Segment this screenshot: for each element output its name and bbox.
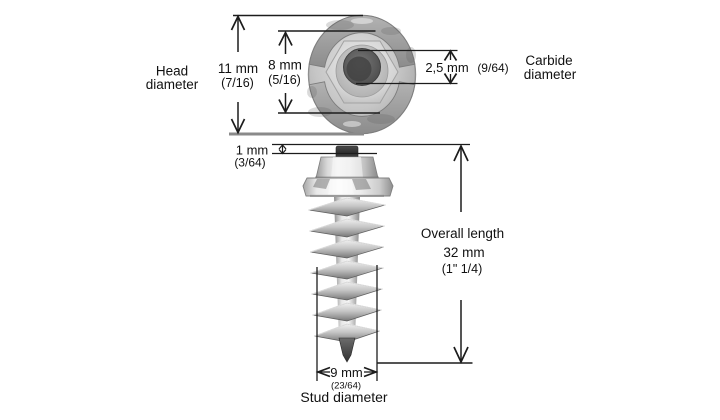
arrowhead-left xyxy=(315,366,331,378)
arrowhead-down xyxy=(230,118,246,135)
arrowhead-down xyxy=(443,73,458,85)
dim-inner-diameter xyxy=(278,30,380,114)
flange-thread-seam xyxy=(310,194,384,197)
dim-tip-protrusion xyxy=(272,143,470,155)
thread-turn xyxy=(308,197,386,217)
stud-diameter-label: Stud diameter xyxy=(300,389,387,405)
stud-head-flange-top xyxy=(308,15,416,68)
thread-highlight xyxy=(311,281,383,295)
thread-highlight xyxy=(308,197,386,211)
flange-highlight xyxy=(328,180,354,195)
arrowhead-up xyxy=(453,143,469,162)
head-diameter-label-line2: diameter xyxy=(146,77,199,92)
arrowhead-up xyxy=(278,144,287,150)
inner-diameter-fraction: (5/16) xyxy=(268,73,301,87)
head-diameter-value: 11 mm xyxy=(218,61,258,76)
overall-length-fraction: (1" 1/4) xyxy=(442,262,483,276)
arrowhead-up xyxy=(443,49,458,61)
stud-threads xyxy=(308,197,386,343)
carbide-label-line2: diameter xyxy=(524,67,577,82)
flange-notch-left xyxy=(313,179,330,189)
stud-tip xyxy=(338,337,356,363)
inner-diameter-value: 8 mm xyxy=(268,58,302,73)
arrowhead-down xyxy=(278,99,293,114)
dim-head-diameter xyxy=(229,14,364,136)
thread-highlight xyxy=(309,218,385,232)
overall-length-value: 32 mm xyxy=(443,245,484,260)
stud-hex-head-facet xyxy=(331,157,363,178)
thread-turn xyxy=(310,239,384,259)
dim-overall-length xyxy=(377,143,473,365)
stud-flange xyxy=(302,177,394,197)
stud-head-top-view xyxy=(307,14,417,135)
stud-head-flange-bottom xyxy=(308,81,416,134)
thread-highlight xyxy=(310,239,384,253)
arrowhead-up xyxy=(278,30,293,46)
thread-turn xyxy=(312,302,382,322)
thread-highlight xyxy=(312,302,382,316)
thread-turn xyxy=(311,281,383,301)
carbide-diameter-value: 2,5 mm xyxy=(425,60,468,75)
arrowhead-down xyxy=(278,149,287,155)
overall-length-label: Overall length xyxy=(421,226,504,241)
head-diameter-fraction: (7/16) xyxy=(221,76,254,90)
dim-carbide-diameter xyxy=(356,49,458,85)
dim-stud-diameter xyxy=(315,265,379,381)
thread-turn xyxy=(309,218,385,238)
head-diameter-label-line1: Head xyxy=(156,64,188,79)
thread-highlight xyxy=(310,260,384,274)
stud-side-view xyxy=(302,145,394,363)
carbide-pin-core xyxy=(346,56,372,82)
arrowhead-right xyxy=(363,366,379,378)
stud-diameter-fraction: (23/64) xyxy=(331,381,361,392)
thread-highlight xyxy=(314,323,380,337)
flange-notch-right xyxy=(352,179,371,190)
tip-protrusion-value: 1 mm xyxy=(236,143,269,158)
arrowhead-down xyxy=(453,346,469,365)
metal-highlights xyxy=(343,18,373,127)
stud-diameter-value: 9 mm xyxy=(330,365,363,380)
arrowhead-up xyxy=(230,14,246,31)
carbide-diameter-fraction: (9/64) xyxy=(477,61,508,75)
thread-turn xyxy=(310,260,384,280)
carbide-label-line1: Carbide xyxy=(525,53,572,68)
labels: Head diameter 11 mm (7/16) 8 mm (5/16) 2… xyxy=(146,53,577,405)
tip-protrusion-fraction: (3/64) xyxy=(234,156,265,170)
